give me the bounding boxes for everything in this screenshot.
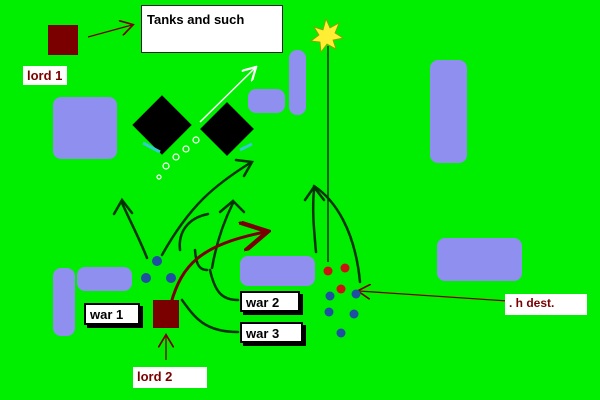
tank-icon [200,102,254,156]
label-war-1: war 1 [84,303,140,325]
tank-trail [156,136,200,180]
obstacle-block [437,238,522,281]
obstacle-block [53,97,117,159]
label-h-dest: . h dest. [505,294,587,315]
pointer-line [87,25,132,38]
map-title: Tanks and such [141,5,283,53]
obstacle-block [53,268,75,336]
explosion-icon [309,17,345,54]
lord-unit-icon [153,300,179,328]
label-lord-2: lord 2 [133,367,207,388]
obstacle-block [430,60,467,163]
movement-arrows [112,158,362,334]
obstacle-block [248,89,285,113]
label-war-3: war 3 [240,322,303,343]
obstacle-block [240,256,315,286]
label-war-2: war 2 [240,291,300,312]
obstacle-block [289,50,306,115]
lord-move-arrow [169,232,265,304]
tank-icon [132,95,192,155]
obstacle-block [77,267,132,291]
tank-move-arrow [199,68,255,123]
soldier-group [141,256,176,283]
pointer-line [359,291,509,302]
soldier-group [323,263,361,338]
lord-unit-icon [48,25,78,55]
label-lord-1: lord 1 [23,66,67,85]
